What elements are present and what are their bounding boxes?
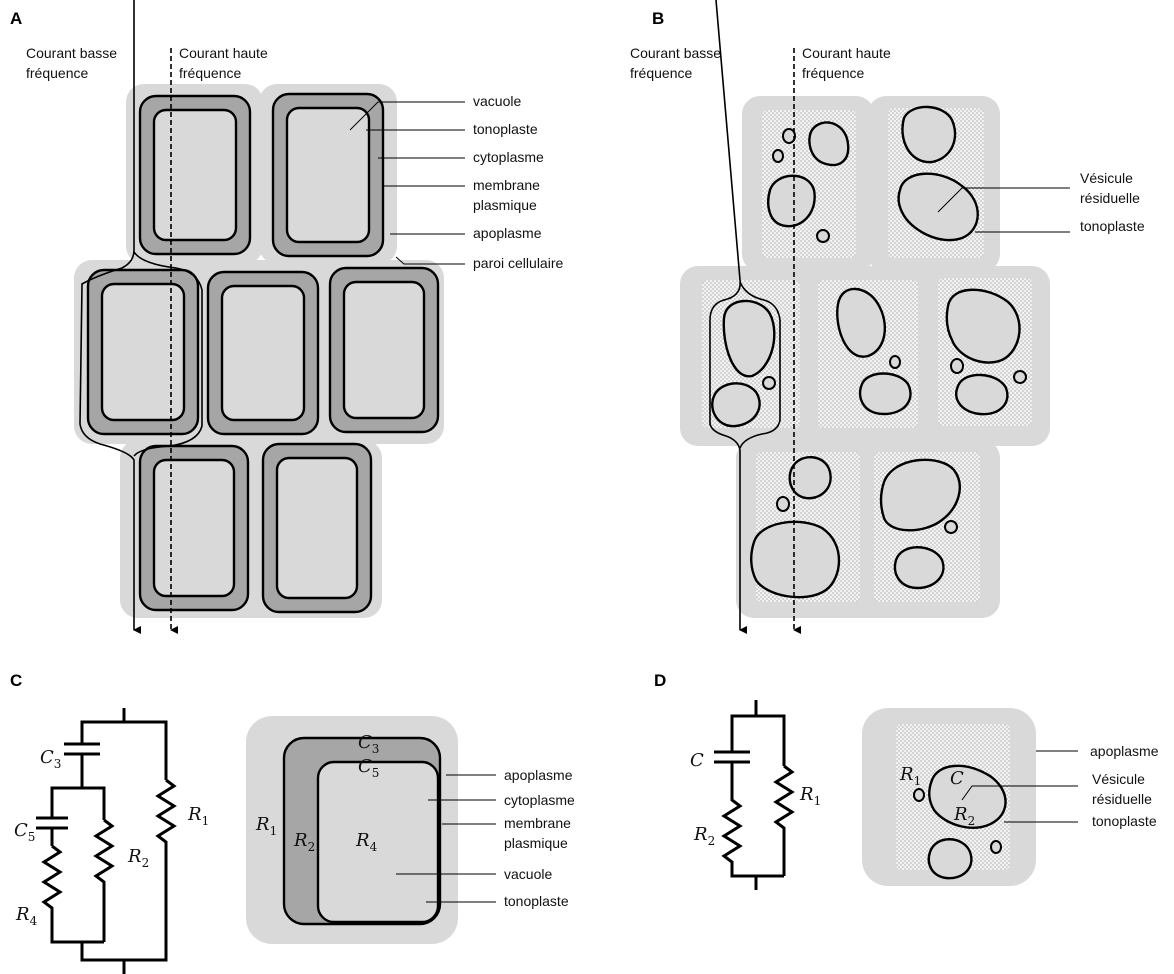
low-freq-label-1: Courant basse <box>26 45 117 61</box>
label-membrane: membrane <box>504 815 571 831</box>
cell-r4-label: R4 <box>355 830 378 854</box>
label-apoplasme: apoplasme <box>473 225 542 241</box>
label-tonoplaste: tonoplaste <box>473 121 538 137</box>
low-freq-label-2: fréquence <box>26 65 88 81</box>
leader-lines-b <box>937 187 1070 233</box>
panel-a: A <box>10 0 563 634</box>
label-residuelle: résiduelle <box>1080 190 1140 206</box>
circuit-d <box>714 700 795 890</box>
panel-c-letter: C <box>10 671 22 690</box>
leader-lines-a <box>349 101 465 265</box>
panel-d-letter: D <box>654 671 666 690</box>
leader-lines-d <box>961 750 1078 823</box>
c5-label: C5 <box>14 820 35 844</box>
cell-model-d <box>862 708 1036 886</box>
leader-lines-c <box>396 774 496 903</box>
low-frequency-current-cell-outline <box>133 251 203 457</box>
panel-c: C C3 C5 R4 R2 R1 C3 C5 R1 R2 <box>10 671 575 974</box>
low-frequency-current-cell-outline <box>739 281 781 449</box>
cell-model-c <box>246 716 458 944</box>
label-tonoplaste: tonoplaste <box>1080 218 1145 234</box>
r4-label: R4 <box>15 904 38 928</box>
c-label: C <box>690 750 704 771</box>
high-freq-label-2: fréquence <box>179 65 241 81</box>
label-tonoplaste: tonoplaste <box>504 893 569 909</box>
current-paths-a <box>79 0 203 634</box>
label-cytoplasme: cytoplasme <box>473 149 544 165</box>
label-apoplasme: apoplasme <box>1090 743 1159 759</box>
high-freq-label-1: Courant haute <box>802 45 891 61</box>
cell-r2-label: R2 <box>953 804 975 828</box>
label-plasmique: plasmique <box>473 197 537 213</box>
low-frequency-current-line <box>709 0 747 634</box>
cells-a <box>86 92 440 614</box>
label-vacuole: vacuole <box>473 93 521 109</box>
current-paths-b <box>709 0 801 634</box>
c3-label: C3 <box>40 747 61 771</box>
label-paroi-cellulaire: paroi cellulaire <box>473 255 563 271</box>
low-frequency-current-line <box>79 0 141 634</box>
r1-label: R1 <box>187 804 209 828</box>
high-freq-label-2: fréquence <box>802 65 864 81</box>
small-vesicles-b <box>762 128 1027 534</box>
circuit-c <box>36 708 177 974</box>
label-apoplasme: apoplasme <box>504 767 573 783</box>
cell-r1-label: R1 <box>255 814 277 838</box>
low-freq-label-1: Courant basse <box>630 45 721 61</box>
panel-b-letter: B <box>652 9 664 28</box>
high-freq-label-1: Courant haute <box>179 45 268 61</box>
label-tonoplaste: tonoplaste <box>1092 813 1157 829</box>
label-plasmique: plasmique <box>504 835 568 851</box>
cell-c5-label: C5 <box>358 756 379 780</box>
label-vesicule: Vésicule <box>1080 170 1133 186</box>
label-vesicule: Vésicule <box>1092 771 1145 787</box>
label-membrane: membrane <box>473 177 540 193</box>
cell-r2-label: R2 <box>293 830 315 854</box>
r1-label: R1 <box>799 784 821 808</box>
cell-r1-label: R1 <box>899 764 921 788</box>
label-residuelle: résiduelle <box>1092 791 1152 807</box>
residual-vesicles-b <box>711 105 1021 599</box>
r2-label: R2 <box>693 824 715 848</box>
panel-d: D C R1 R2 R1 C R2 apoplasme <box>654 671 1159 890</box>
cell-c-label: C <box>950 768 964 789</box>
cell-c3-label: C3 <box>358 732 379 756</box>
label-cytoplasme: cytoplasme <box>504 792 575 808</box>
label-vacuole: vacuole <box>504 866 552 882</box>
panel-a-letter: A <box>10 9 22 28</box>
r2-label: R2 <box>127 846 149 870</box>
low-freq-label-2: fréquence <box>630 65 692 81</box>
panel-b: B <box>630 0 1145 634</box>
